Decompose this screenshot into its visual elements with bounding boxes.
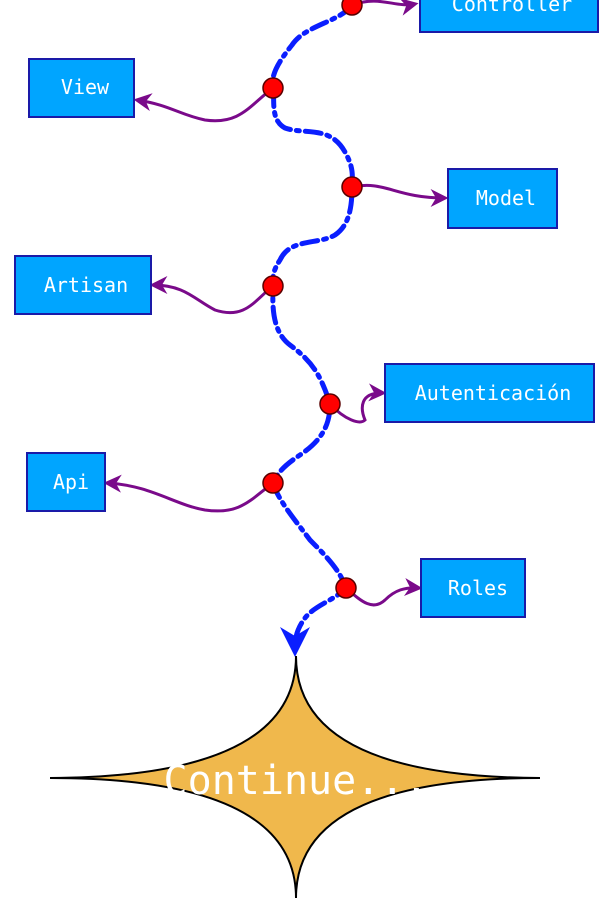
node-roles-label: Roles [448,576,508,600]
node-api: Api [26,452,106,512]
junction-dot-artisan [262,275,284,297]
node-controller: Controller [419,0,599,33]
branch-model [351,183,449,207]
junction-dot-controller [341,0,363,16]
node-model: Model [447,168,558,229]
node-autenticacion-label: Autenticación [415,381,572,405]
node-api-label: Api [53,470,89,494]
junction-dot-api [262,472,284,494]
node-view-label: View [61,75,110,99]
continue-star: Continue... [49,655,541,899]
junction-dot-roles [335,577,357,599]
branch-artisan [149,276,274,315]
node-artisan-label: Artisan [44,273,128,297]
junction-dot-model [341,176,363,198]
node-artisan: Artisan [14,255,152,315]
node-model-label: Model [476,186,536,210]
timeline-spine [269,2,355,657]
branch-view [133,86,274,123]
node-controller-label: Controller [452,0,572,16]
branch-api [103,474,274,513]
node-autenticacion: Autenticación [384,363,595,423]
node-roles: Roles [420,558,526,618]
junction-dot-view [262,77,284,99]
junction-dot-autenticacion [319,393,341,415]
continue-label: Continue... [164,758,429,804]
branch-roles [345,578,423,607]
node-view: View [28,58,135,118]
branch-autenticacion [328,383,387,424]
continue-star-shape [49,655,541,899]
